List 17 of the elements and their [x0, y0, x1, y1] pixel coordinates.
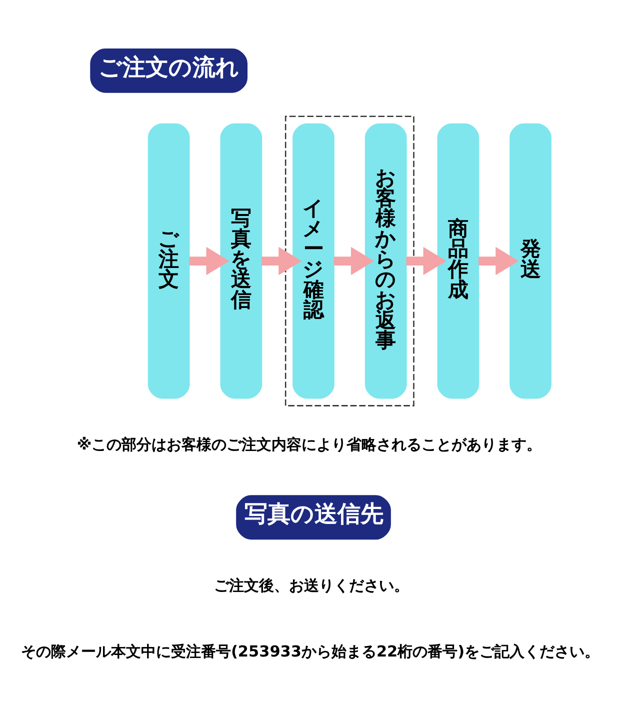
node-box: 写真を送信 [220, 123, 262, 399]
arrow [478, 246, 519, 276]
label: その際メール本文中に受注番号(253933から始まる22桁の番号)をご記入ください。 [20, 642, 600, 660]
node-box: お客様からのお返事 [364, 123, 407, 399]
label: ご注文の流れ [98, 54, 240, 81]
node-box: 発送 [510, 123, 552, 399]
node-box: ご注文 [148, 123, 190, 399]
node-box: 商品作成 [437, 123, 480, 399]
arrow [406, 246, 446, 276]
label: ご注文後、お送りください。 [214, 576, 409, 594]
node-label: ※この部分はお客様のご注文内容により省略されることがあります。 [76, 436, 542, 454]
arrow [334, 246, 374, 276]
node-box: イメージ確認 [292, 123, 334, 399]
cluster [284, 116, 414, 406]
arrow [262, 246, 302, 276]
arrow [189, 246, 230, 276]
label: 写真の送信先 [244, 502, 384, 528]
